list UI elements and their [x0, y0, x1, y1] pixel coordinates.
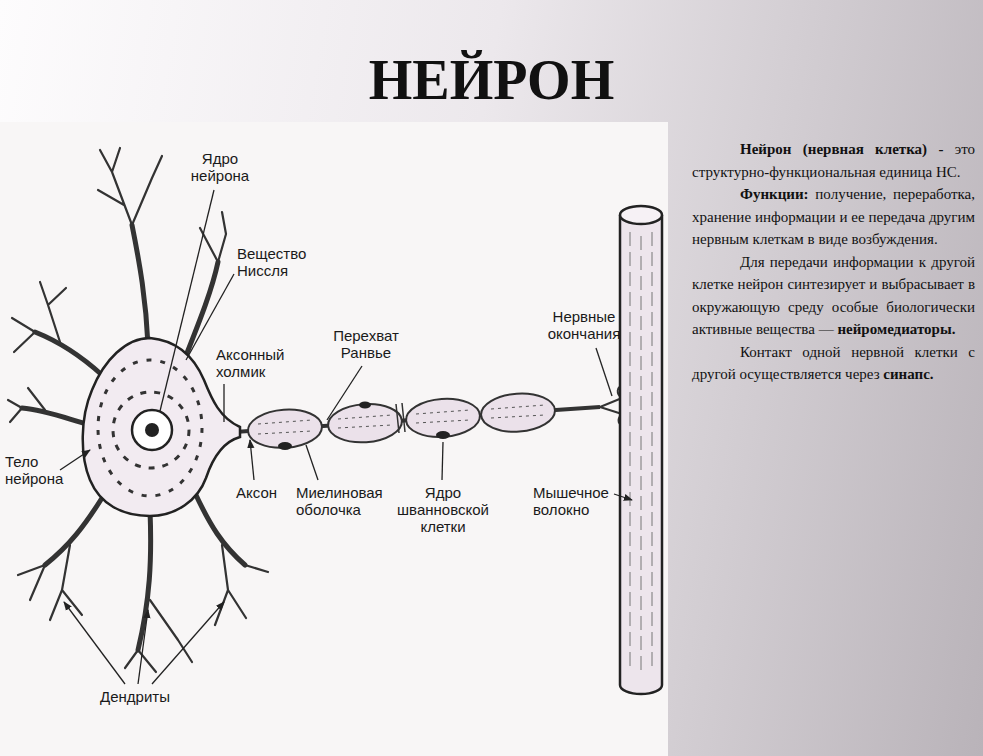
myelin-texture: [258, 405, 545, 434]
part-label: Аксонный холмик: [216, 346, 296, 380]
myelin-hatching: [258, 405, 545, 434]
leader-line: [442, 442, 443, 480]
part-label: Вещество Ниссля: [237, 245, 317, 279]
myelin-sheath: [247, 391, 556, 450]
dendrite-branch: [12, 282, 66, 352]
leader-line: [327, 366, 362, 420]
dendrite-branch: [18, 545, 82, 620]
bold-term: синапс.: [883, 366, 933, 382]
nucleus: [132, 410, 172, 450]
dendrite-branch: [125, 600, 192, 672]
paragraph: Для передачи информации к другой клетке …: [692, 251, 975, 341]
dendrite: [195, 493, 245, 565]
text-column: Нейрон (нервная клетка) - это структурно…: [692, 138, 975, 386]
schwann-nucleus: [278, 442, 292, 450]
dendrite: [185, 262, 218, 358]
myelin-segment: [405, 396, 481, 439]
leader-line: [596, 348, 612, 396]
myelin-segment: [247, 407, 323, 450]
nissl-substance: [98, 360, 202, 496]
myelin-segment: [480, 391, 556, 434]
leader-arrow: [614, 494, 632, 500]
dendrite-trunks: [22, 225, 245, 650]
dendrite: [22, 408, 90, 425]
dendrite-branches: [8, 148, 268, 672]
paragraph: Нейрон (нервная клетка) - это структурно…: [692, 138, 975, 183]
bold-term: нейромедиаторы.: [837, 321, 955, 337]
break-mark: [396, 403, 405, 433]
part-label: Аксон: [236, 484, 288, 501]
leader-arrow: [64, 602, 125, 684]
muscle-fiber: [620, 206, 662, 694]
dendrite: [132, 225, 148, 345]
paragraph: Контакт одной нервной клетки с другой ос…: [692, 341, 975, 386]
bold-term: Нейрон (нервная клетка) -: [740, 141, 943, 157]
leader-arrow: [152, 602, 224, 684]
part-label: Перехват Ранвье: [326, 327, 406, 361]
dendrite-branch: [215, 545, 268, 625]
part-label: Тело нейрона: [5, 453, 69, 487]
part-label: Ядро нейрона: [184, 150, 256, 184]
part-label: Ядро шванновской клетки: [388, 484, 498, 535]
schwann-nuclei: [278, 402, 450, 451]
muscle-striation: [630, 232, 652, 676]
dendrite: [35, 332, 102, 375]
leader-arrow: [138, 610, 148, 684]
slide-title: НЕЙРОН: [0, 52, 983, 108]
dendrites: [8, 148, 268, 672]
paragraph: Функции: получение, переработка, хранени…: [692, 183, 975, 251]
dendrite: [138, 510, 151, 650]
part-label: Мышечное волокно: [533, 484, 613, 518]
muscle-fiber-end: [620, 206, 662, 224]
bold-term: Функции:: [740, 186, 809, 202]
leader-arrow: [60, 450, 90, 470]
dendrite-branch: [200, 212, 226, 262]
scan-panel: [0, 122, 668, 756]
schwann-nucleus: [359, 402, 371, 409]
leader-line: [160, 190, 214, 411]
leader-line: [223, 384, 224, 422]
schwann-nucleus: [436, 431, 450, 439]
dendrite: [45, 498, 102, 565]
myelin-segment: [327, 402, 403, 445]
leader-arrow: [250, 440, 254, 480]
part-label: Дендриты: [100, 688, 190, 705]
dendrite-branch: [8, 388, 45, 422]
body-text: получение, переработка, хранение информа…: [692, 186, 975, 247]
nucleolus: [145, 423, 159, 437]
dendrite-branch: [98, 148, 162, 225]
nissl-substance: [113, 392, 189, 468]
part-label: Нервные окончания: [541, 308, 627, 342]
muscle-fiber-body: [620, 215, 662, 694]
leader-lines: [60, 190, 632, 684]
leader-line: [306, 445, 318, 480]
part-label: Миелиновая оболочка: [296, 484, 390, 518]
